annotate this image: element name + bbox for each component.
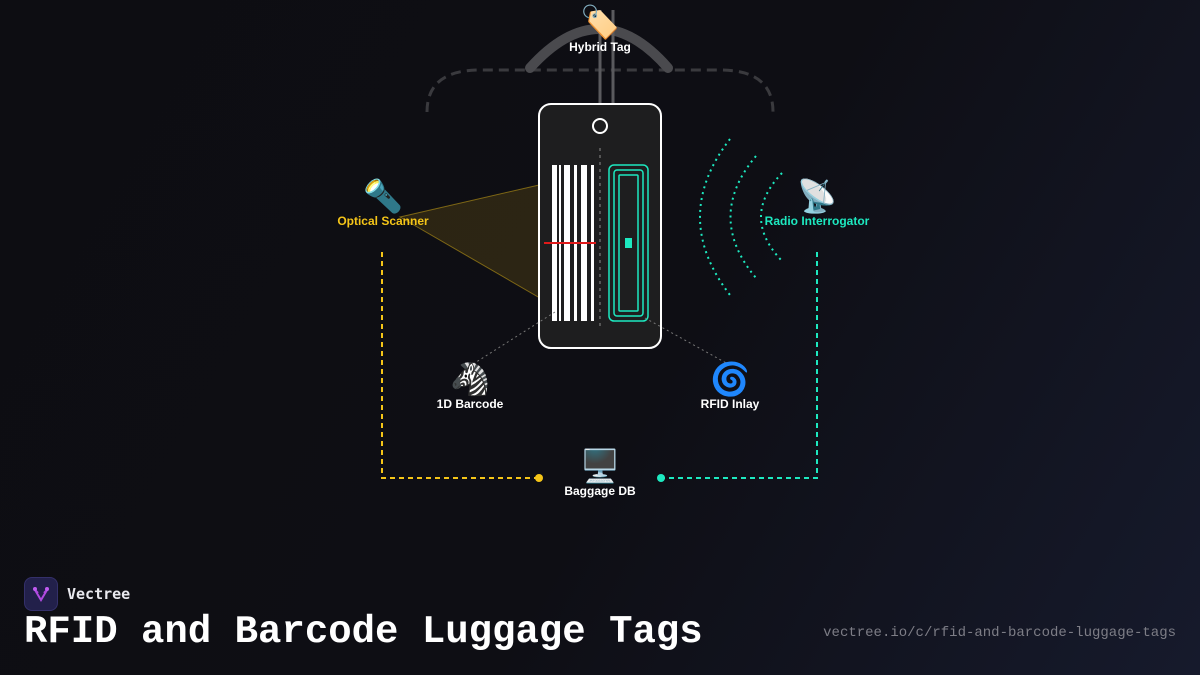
brand-name: Vectree (67, 585, 131, 603)
optical-link-end (535, 474, 543, 482)
optical-db-link (381, 252, 539, 479)
flashlight-icon: 🔦 (363, 178, 403, 214)
radio-interrogator-label: Radio Interrogator (764, 214, 870, 228)
page-title: RFID and Barcode Luggage Tags (24, 610, 703, 654)
optical-scanner-node: 🔦 Optical Scanner (337, 178, 428, 228)
baggage-db-node: 🖥️ Baggage DB (564, 448, 635, 498)
rfid-pointer (644, 317, 729, 365)
radio-interrogator-node: 📡 Radio Interrogator (765, 178, 870, 228)
vectree-logo-icon (24, 577, 58, 611)
satellite-dish-icon: 📡 (797, 178, 837, 214)
tag-icon: 🏷️ (580, 4, 620, 40)
barcode-node: 🦓 1D Barcode (437, 361, 504, 411)
baggage-db-label: Baggage DB (564, 484, 636, 498)
hybrid-tag-label: Hybrid Tag (569, 40, 631, 54)
spiral-icon: 🌀 (710, 361, 750, 397)
rfid-chip (625, 238, 632, 248)
barcode-pointer (469, 311, 556, 367)
hybrid-tag-node: 🏷️ Hybrid Tag (569, 4, 631, 54)
radio-link-end (657, 474, 665, 482)
tag-hole (592, 118, 608, 134)
source-url: vectree.io/c/rfid-and-barcode-luggage-ta… (823, 625, 1176, 641)
brand: Vectree (24, 577, 130, 611)
radio-waves (699, 138, 783, 296)
radio-db-link (661, 252, 818, 479)
optical-scanner-label: Optical Scanner (337, 214, 429, 228)
zebra-icon: 🦓 (450, 361, 490, 397)
barcode-label: 1D Barcode (436, 397, 504, 411)
rfid-coil (608, 164, 649, 322)
rfid-inlay-label: RFID Inlay (700, 397, 760, 411)
rfid-inlay-node: 🌀 RFID Inlay (701, 361, 760, 411)
desktop-computer-icon: 🖥️ (580, 448, 620, 484)
